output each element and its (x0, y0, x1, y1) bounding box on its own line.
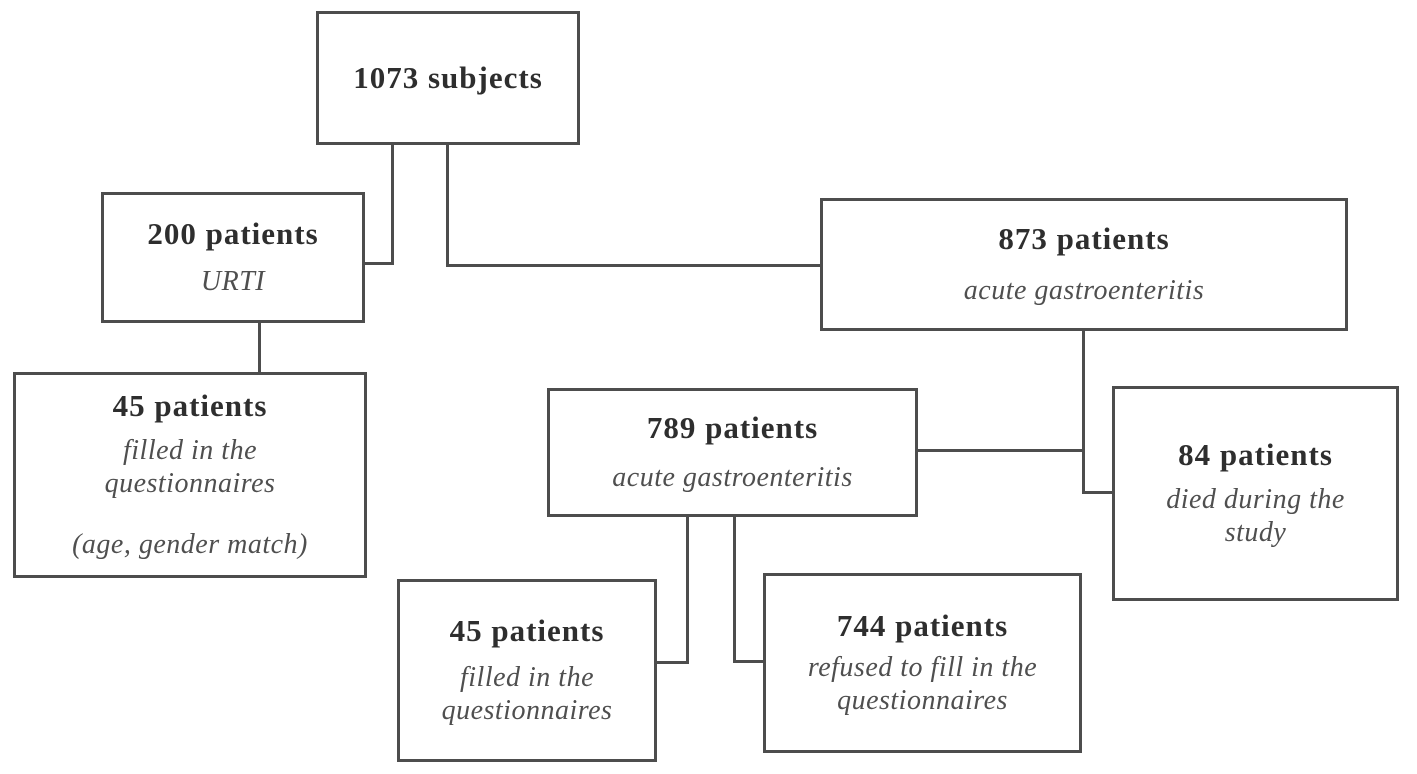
edge-gastro-to-alive-horizontal (918, 449, 1085, 452)
gastro-count-label: 873 patients (998, 220, 1170, 256)
node-total-subjects: 1073 subjects (316, 11, 580, 145)
node-gastroenteritis-surviving-patients: 789 patients acute gastroenteritis (547, 388, 918, 517)
edge-alive-to-filled-vertical (686, 517, 689, 664)
node-urti-patients: 200 patients URTI (101, 192, 365, 323)
gastro-filled-count-label: 45 patients (449, 613, 605, 649)
edge-alive-to-filled-horizontal (657, 661, 689, 664)
gastro-desc-label: acute gastroenteritis (963, 275, 1205, 307)
node-died-patients: 84 patients died during the study (1112, 386, 1399, 601)
node-urti-filled-questionnaires: 45 patients filled in the questionnaires… (13, 372, 367, 578)
edge-gastro-to-died-vertical (1082, 331, 1085, 494)
gastro-alive-count-label: 789 patients (646, 409, 819, 445)
urti-filled-desc-label: filled in the questionnaires (104, 434, 276, 499)
urti-filled-match-note: (age, gender match) (72, 528, 308, 560)
refused-count-label: 744 patients (836, 607, 1009, 643)
edge-alive-to-refused-horizontal (733, 660, 763, 663)
edge-subjects-to-gastro-vertical (446, 145, 449, 267)
gastro-filled-desc-label: filled in the questionnaires (441, 661, 613, 726)
urti-count-label: 200 patients (147, 215, 319, 251)
edge-subjects-to-urti-horizontal (365, 262, 394, 265)
urti-filled-count-label: 45 patients (112, 388, 268, 424)
node-gastroenteritis-patients: 873 patients acute gastroenteritis (820, 198, 1348, 331)
edge-subjects-to-urti-vertical (391, 145, 394, 265)
node-refused-questionnaires: 744 patients refused to fill in the ques… (763, 573, 1082, 753)
died-desc-label: died during the study (1166, 483, 1345, 548)
urti-desc-label: URTI (200, 266, 266, 298)
edge-alive-to-refused-vertical (733, 517, 736, 663)
node-gastro-filled-questionnaires: 45 patients filled in the questionnaires (397, 579, 657, 762)
refused-desc-label: refused to fill in the questionnaires (807, 652, 1038, 717)
edge-gastro-to-died-horizontal (1082, 491, 1112, 494)
subjects-count-label: 1073 subjects (353, 59, 543, 95)
edge-urti-to-filled-vertical (258, 323, 261, 372)
died-count-label: 84 patients (1178, 437, 1333, 473)
edge-subjects-to-gastro-horizontal (446, 264, 820, 267)
gastro-alive-desc-label: acute gastroenteritis (612, 462, 853, 494)
